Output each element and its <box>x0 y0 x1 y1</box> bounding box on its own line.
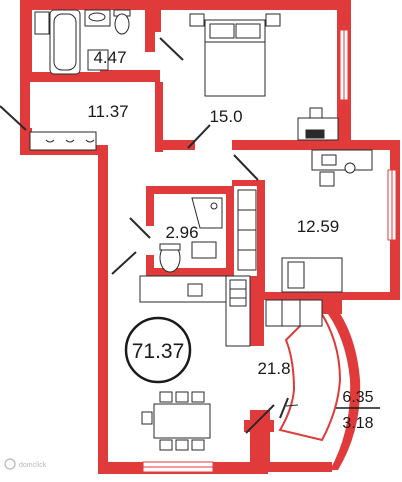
door-swings <box>0 37 275 434</box>
balcony-area-label: 6.35 <box>342 389 373 406</box>
bathroom-area-label: 4.47 <box>93 48 126 67</box>
wardrobe-icon <box>237 189 257 271</box>
total-area-label: 71.37 <box>132 340 185 363</box>
balcony-area-fraction: 6.35 3.18 <box>336 389 380 432</box>
wc-sink-icon <box>191 241 217 259</box>
washing-machine-icon <box>87 49 109 71</box>
logo-mark-icon <box>4 458 16 470</box>
shower-icon <box>191 197 223 229</box>
watermark: domclick <box>4 458 47 470</box>
bedroom-area-label: 15.0 <box>209 107 242 126</box>
furniture <box>29 9 373 451</box>
double-bed-icon <box>189 13 281 97</box>
second-room-area-label: 12.59 <box>297 217 340 236</box>
single-bed-icon <box>281 257 343 293</box>
desk-icon <box>297 107 339 141</box>
bathtub-icon <box>34 9 81 75</box>
windows <box>142 29 397 473</box>
toilet-icon <box>113 9 131 35</box>
living-kitchen-area-label: 21.8 <box>257 359 290 378</box>
balcony <box>278 300 361 470</box>
watermark-text: domclick <box>19 462 47 469</box>
sofa-icon <box>265 299 323 327</box>
sink-icon <box>84 9 111 27</box>
wc-area-label: 2.96 <box>165 223 198 242</box>
wc-toilet-icon <box>159 243 181 273</box>
kitchen-counter-icon <box>139 275 251 347</box>
room-labels: 4.47 11.37 15.0 2.96 12.59 21.8 <box>87 48 339 378</box>
total-area-badge: 71.37 <box>124 316 192 384</box>
dining-table-icon <box>141 391 211 451</box>
balcony-reduced-area-label: 3.18 <box>342 415 373 432</box>
hallway-area-label: 11.37 <box>87 102 128 121</box>
hall-shelf-icon <box>29 131 97 151</box>
workdesk-icon <box>311 149 373 187</box>
